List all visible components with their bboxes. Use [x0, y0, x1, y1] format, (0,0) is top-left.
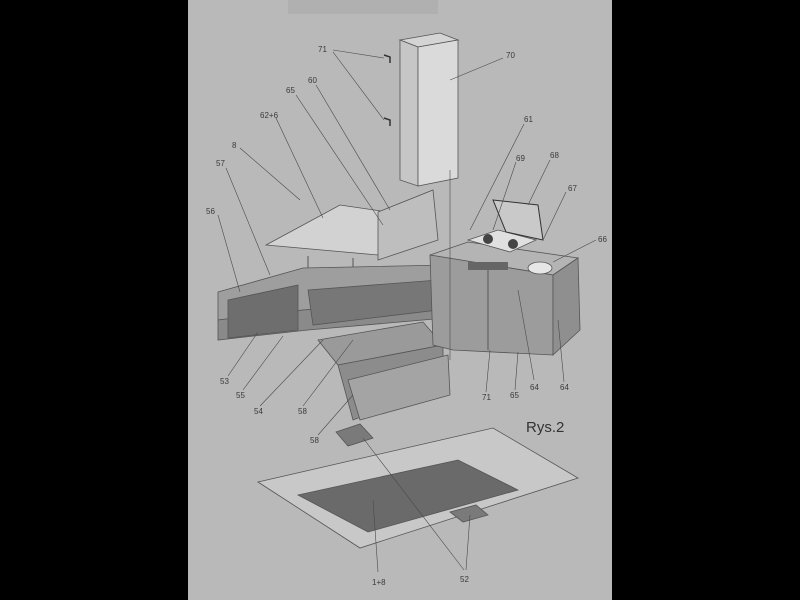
sink: [527, 261, 553, 275]
label-57: 57: [216, 159, 225, 168]
label-65-bot: 65: [510, 391, 519, 400]
label-70: 70: [506, 51, 515, 60]
label-58-mid: 58: [298, 407, 307, 416]
label-64-a: 64: [530, 383, 539, 392]
figure-title: Rys.2: [526, 419, 564, 436]
seat-back-panel: [377, 189, 439, 261]
front-bench: [317, 321, 451, 421]
label-71-bot: 71: [482, 393, 491, 402]
label-68: 68: [550, 151, 559, 160]
burner-left: [483, 234, 493, 244]
floor-block-a: [335, 423, 374, 447]
leader-lines: [217, 49, 597, 573]
bracket-top: [383, 54, 391, 63]
label-58-bot: 58: [310, 436, 319, 445]
assembly-diagram: 71 70 60 65 62+6 8 57 56 61 69 68 67 66 …: [206, 0, 607, 587]
label-66: 66: [598, 235, 607, 244]
label-64-b: 64: [560, 383, 569, 392]
seat-base-unit: [217, 264, 447, 341]
label-55: 55: [236, 391, 245, 400]
label-69: 69: [516, 154, 525, 163]
header-smudge: [288, 0, 438, 14]
burner-right: [508, 239, 518, 249]
floor-plate: [256, 427, 579, 549]
cabinet-drawer-handle: [468, 262, 508, 270]
kitchen-cabinet: [429, 241, 581, 356]
drawing-sheet: 71 70 60 65 62+6 8 57 56 61 69 68 67 66 …: [188, 0, 612, 600]
stove: [466, 229, 538, 253]
label-62-6: 62+6: [260, 111, 279, 120]
label-61: 61: [524, 115, 533, 124]
label-1-8: 1+8: [372, 578, 386, 587]
label-53: 53: [220, 377, 229, 386]
label-67: 67: [568, 184, 577, 193]
label-71-top: 71: [318, 45, 327, 54]
label-8: 8: [232, 141, 237, 150]
bracket-bottom: [383, 117, 391, 126]
label-60: 60: [308, 76, 317, 85]
tall-cabinet: [398, 32, 460, 187]
label-52: 52: [460, 575, 469, 584]
label-56-left: 56: [206, 207, 215, 216]
label-65-top: 65: [286, 86, 295, 95]
floor-block-b: [449, 504, 489, 523]
label-54: 54: [254, 407, 263, 416]
part-labels: 71 70 60 65 62+6 8 57 56 61 69 68 67 66 …: [206, 45, 607, 587]
